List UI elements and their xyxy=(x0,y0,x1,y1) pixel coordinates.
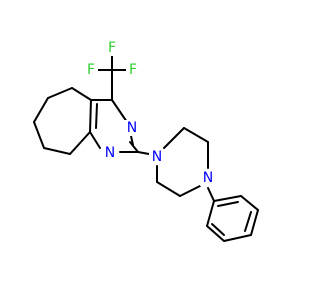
atom-labels: F F F N N N N xyxy=(84,40,216,186)
bond-c8a-c4a xyxy=(89,99,92,133)
bond-n1-c8a xyxy=(89,131,101,149)
bond-c4-n3 xyxy=(111,99,128,123)
atom-f-right: F xyxy=(126,62,140,78)
bond-c-bottom-c-left xyxy=(156,181,181,197)
bond-ph-c1-c2 xyxy=(213,195,242,202)
bond-c8-c9 xyxy=(43,147,71,155)
bond-ph-inner-1 xyxy=(217,201,239,207)
atom-n-pyrimidine-left: N xyxy=(102,145,118,161)
bond-ph-c4-c5 xyxy=(223,234,252,242)
chemical-structure: F F F N N N N xyxy=(33,40,259,242)
bond-n3-c2-inner xyxy=(130,135,134,146)
atom-label-n-pyrimidine-left: N xyxy=(105,145,115,161)
atom-n-pyrimidine-top: N xyxy=(124,120,140,136)
bond-c2-npip xyxy=(137,151,150,155)
bond-c-top-c-right xyxy=(183,127,209,143)
atom-label-f-right: F xyxy=(129,62,137,78)
bond-c6-c7 xyxy=(33,97,49,123)
atom-label-n-piperazine-1: N xyxy=(152,149,162,165)
bond-ph-c5-c6 xyxy=(206,225,225,242)
bond-c5-c6 xyxy=(47,87,73,99)
atom-n-piperazine-1: N xyxy=(149,149,165,165)
atom-f-top: F xyxy=(105,40,119,56)
bond-c9-c8a xyxy=(69,131,91,155)
bond-ph-inner-3 xyxy=(211,223,225,236)
bond-ph-c6-c1 xyxy=(206,200,215,227)
bond-c8a-c4a-inner xyxy=(95,103,98,129)
atom-n-piperazine-4: N xyxy=(200,170,216,186)
atom-label-n-pyrimidine-top: N xyxy=(127,120,137,136)
atom-label-f-top: F xyxy=(108,40,116,56)
bonds xyxy=(33,55,259,242)
bond-ph-inner-2 xyxy=(244,211,252,232)
bond-ph-c2-c3 xyxy=(240,195,259,211)
bond-npip-c-top xyxy=(163,127,185,149)
bond-n3-c2 xyxy=(129,141,139,153)
bond-ph-c3-c4 xyxy=(250,209,259,236)
bond-c4a-c5 xyxy=(71,87,92,101)
atom-f-left: F xyxy=(84,62,98,78)
bond-npip4-phenyl xyxy=(207,187,215,202)
bond-c7-c8 xyxy=(33,121,45,149)
atom-label-f-left: F xyxy=(87,62,95,78)
atom-label-n-piperazine-4: N xyxy=(203,170,213,186)
bond-npip4-c-bottom xyxy=(179,185,201,197)
